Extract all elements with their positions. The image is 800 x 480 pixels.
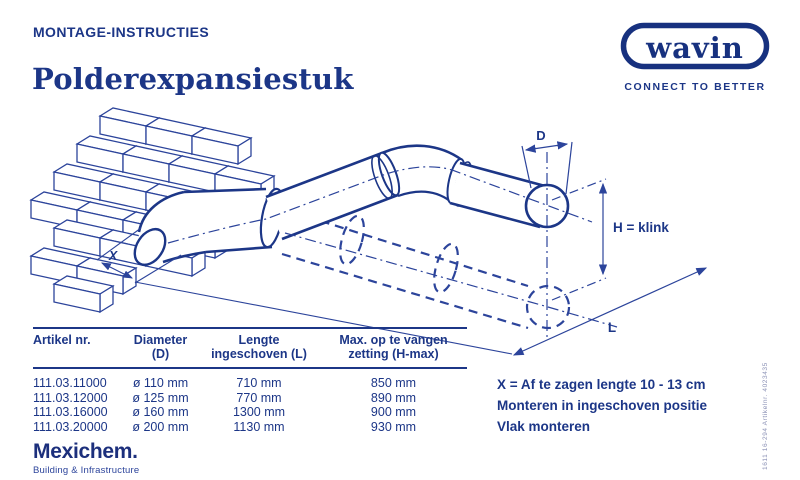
table-header-row: Artikel nr. Diameter (D) Lengte ingescho… (33, 329, 467, 369)
document-kicker: MONTAGE-INSTRUCTIES (33, 24, 210, 40)
table-row: 111.03.11000 ø 110 mm 710 mm 850 mm (33, 376, 467, 391)
cell-lengte: 770 mm (236, 390, 282, 405)
cell-lengte: 1300 mm (232, 405, 286, 419)
cell-artikel: 111.03.11000 (33, 376, 107, 390)
cell-zetting: 850 mm (370, 376, 417, 390)
dim-h-label: H = klink (613, 220, 669, 235)
table-header-artikel: Artikel nr. (33, 333, 91, 347)
wavin-logo-icon: wavin (620, 22, 770, 70)
cell-artikel: 111.03.20000 (33, 419, 108, 434)
dimension-l (512, 267, 708, 356)
cell-zetting: 930 mm (370, 419, 417, 434)
table-row: 111.03.12000 ø 125 mm 770 mm 890 mm (33, 391, 467, 406)
cell-zetting: 890 mm (370, 390, 417, 405)
print-code: 1611 16-294 Artikelnr. 4023435 (762, 362, 769, 470)
dim-d-label: D (536, 128, 545, 143)
cell-diameter: ø 200 mm (132, 419, 189, 434)
cell-zetting: 900 mm (370, 405, 417, 419)
table-header-lengte: Lengte ingeschoven (L) (211, 333, 307, 361)
mexichem-wordmark: Mexichem. (33, 440, 138, 463)
note-line: X = Af te zagen lengte 10 - 13 cm (497, 377, 706, 392)
cell-artikel: 111.03.16000 (33, 405, 108, 419)
brand-tagline: CONNECT TO BETTER (624, 81, 766, 93)
wavin-brand-block: wavin CONNECT TO BETTER (620, 22, 770, 93)
table-header-zetting: Max. op te vangen zetting (H-max) (339, 333, 448, 361)
mounting-notes: X = Af te zagen lengte 10 - 13 cm Monter… (497, 374, 707, 437)
mexichem-division: Building & Infrastructure (33, 465, 140, 476)
installation-diagram: D H = klink L X (30, 107, 708, 356)
table-row: 111.03.16000 ø 160 mm 1300 mm 900 mm (33, 405, 467, 420)
dimension-h (551, 178, 608, 301)
cell-diameter: ø 160 mm (132, 405, 189, 419)
dimension-d (521, 141, 573, 195)
pipe-settled-dashed (281, 210, 571, 330)
page-title: Polderexpansiestuk (32, 62, 354, 96)
cell-lengte: 710 mm (236, 376, 282, 390)
cell-lengte: 1130 mm (233, 419, 285, 434)
cell-artikel: 111.03.12000 (33, 390, 108, 405)
dim-l-label: L (608, 320, 616, 335)
cell-diameter: ø 110 mm (132, 376, 189, 390)
note-line: Monteren in ingeschoven positie (497, 398, 708, 413)
table-row: 111.03.20000 ø 200 mm 1130 mm 930 mm (33, 420, 467, 435)
wavin-wordmark: wavin (645, 31, 744, 65)
mexichem-logo: Mexichem. Building & Infrastructure (33, 440, 139, 476)
dim-x-label: X (108, 249, 118, 263)
cell-diameter: ø 125 mm (132, 390, 189, 405)
note-line: Vlak monteren (497, 419, 591, 434)
table-header-diameter: Diameter (D) (133, 333, 188, 361)
dimension-x (96, 227, 513, 355)
spec-table: Artikel nr. Diameter (D) Lengte ingescho… (33, 327, 467, 434)
